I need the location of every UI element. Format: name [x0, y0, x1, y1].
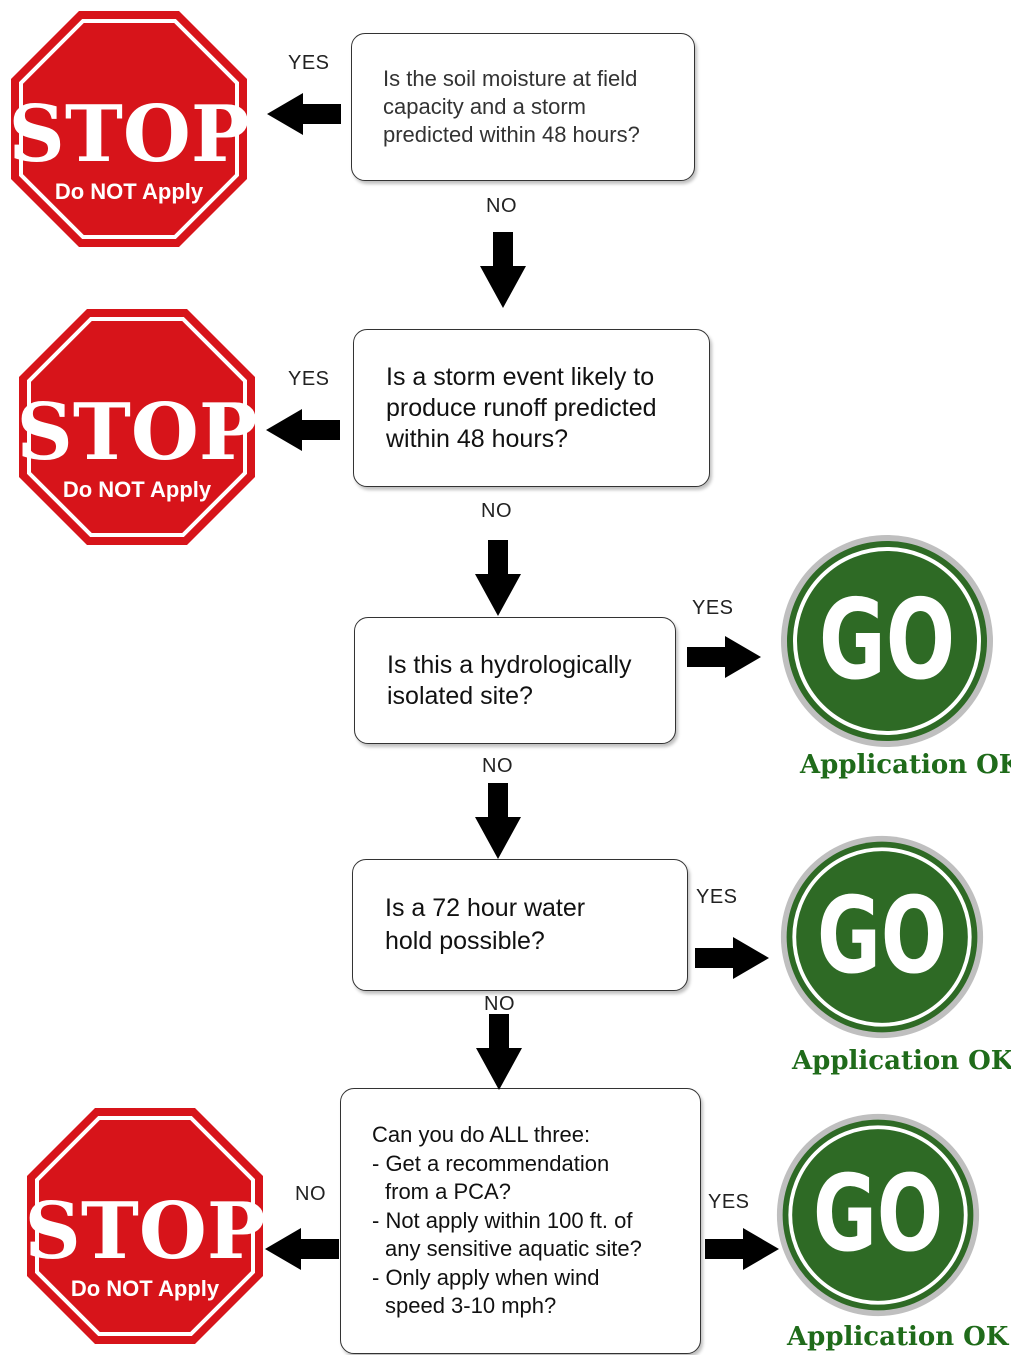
question-box-1: Is the soil moisture at field capacity a… — [351, 33, 695, 181]
question-line: capacity and a storm — [383, 94, 586, 119]
stop-sign-icon: STOP Do NOT Apply — [9, 11, 249, 247]
question-line: within 48 hours? — [386, 424, 569, 453]
arrow-right-icon — [705, 1228, 779, 1270]
no-label: NO — [481, 500, 512, 522]
stop-subtitle: Do NOT Apply — [55, 179, 204, 204]
question-line: speed 3-10 mph? — [385, 1293, 557, 1319]
question-line: predicted within 48 hours? — [383, 122, 640, 147]
arrow-left-icon — [265, 1228, 339, 1270]
no-label: NO — [482, 755, 513, 777]
yes-label: YES — [708, 1191, 750, 1213]
application-ok-caption: Application OK — [787, 1322, 1009, 1352]
go-title: GO — [819, 575, 955, 704]
stop-title: STOP — [25, 1186, 265, 1277]
question-line: isolated site? — [387, 681, 533, 710]
arrow-right-icon — [687, 636, 761, 678]
question-line: - Get a recommendation — [372, 1150, 610, 1176]
question-box-4: Is a 72 hour water hold possible? — [352, 859, 688, 991]
go-title: GO — [813, 1152, 943, 1275]
application-ok-caption: Application OK — [792, 1046, 1011, 1076]
question-line: Is this a hydrologically — [387, 650, 632, 679]
yes-label: YES — [288, 368, 330, 390]
arrow-down-icon — [475, 783, 521, 859]
arrow-right-icon — [695, 937, 769, 979]
yes-label: YES — [696, 886, 738, 908]
question-line: Can you do ALL three: — [372, 1122, 591, 1148]
no-label: NO — [484, 993, 515, 1015]
arrow-left-icon — [266, 409, 340, 451]
question-line: - Only apply when wind — [372, 1264, 600, 1290]
stop-title: STOP — [17, 387, 257, 478]
go-sign-icon: GO — [776, 1113, 980, 1317]
question-box-2: Is a storm event likely to produce runof… — [353, 329, 710, 487]
arrow-left-icon — [267, 93, 341, 135]
go-sign-icon: GO — [781, 535, 993, 747]
stop-subtitle: Do NOT Apply — [71, 1276, 220, 1301]
stop-sign-icon: STOP Do NOT Apply — [17, 309, 257, 545]
stop-subtitle: Do NOT Apply — [63, 477, 212, 502]
question-line: from a PCA? — [385, 1179, 511, 1205]
yes-label: YES — [288, 52, 330, 74]
no-label: NO — [486, 195, 517, 217]
question-line: Is the soil moisture at field — [383, 66, 638, 91]
question-box-5: Can you do ALL three: - Get a recommenda… — [340, 1088, 701, 1354]
question-line: produce runoff predicted — [386, 393, 657, 422]
stop-title: STOP — [9, 89, 249, 180]
no-label: NO — [295, 1183, 326, 1205]
question-line: hold possible? — [385, 927, 545, 955]
question-line: Is a storm event likely to — [386, 362, 655, 391]
yes-label: YES — [692, 597, 734, 619]
go-title: GO — [817, 874, 947, 997]
go-sign-icon: GO — [780, 835, 984, 1039]
question-line: - Not apply within 100 ft. of — [372, 1207, 633, 1233]
arrow-down-icon — [480, 232, 526, 308]
arrow-down-icon — [475, 540, 521, 616]
arrow-down-icon — [476, 1014, 522, 1090]
application-ok-caption: Application OK — [800, 750, 1011, 780]
question-box-3: Is this a hydrologically isolated site? — [354, 617, 676, 744]
question-line: any sensitive aquatic site? — [385, 1236, 642, 1262]
stop-sign-icon: STOP Do NOT Apply — [25, 1108, 265, 1344]
question-line: Is a 72 hour water — [385, 894, 586, 922]
